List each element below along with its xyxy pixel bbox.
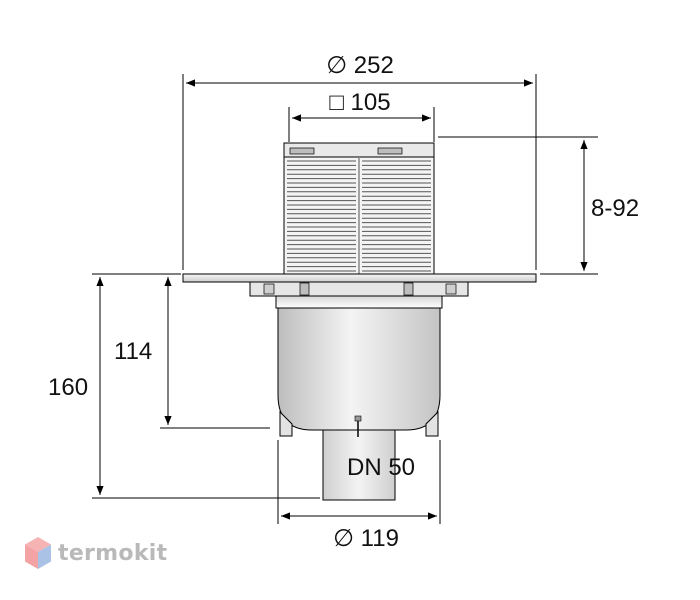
dim-grate-square: □ 105: [329, 89, 390, 116]
dimension-lines: [92, 74, 598, 524]
flange: [182, 273, 537, 283]
dim-flange-diameter: ∅ 252: [326, 52, 394, 79]
dim-outlet-label: DN 50: [347, 454, 415, 481]
brand-watermark: termokit: [24, 536, 167, 570]
leg-left: [279, 410, 293, 437]
dim-total-height: 160: [48, 374, 88, 401]
collar: [249, 281, 469, 297]
bowl-rim: [275, 295, 443, 309]
leg-right: [425, 410, 439, 437]
bowl: [277, 307, 441, 431]
brand-name: termokit: [58, 540, 168, 566]
hexagon-logo-icon: [25, 537, 51, 569]
dim-body-height: 114: [114, 338, 152, 365]
dim-body-diameter: ∅ 119: [333, 525, 399, 552]
outlet-pipe: [322, 429, 396, 501]
dim-height-adjust: 8-92: [591, 195, 639, 222]
drain-body: [182, 142, 537, 501]
